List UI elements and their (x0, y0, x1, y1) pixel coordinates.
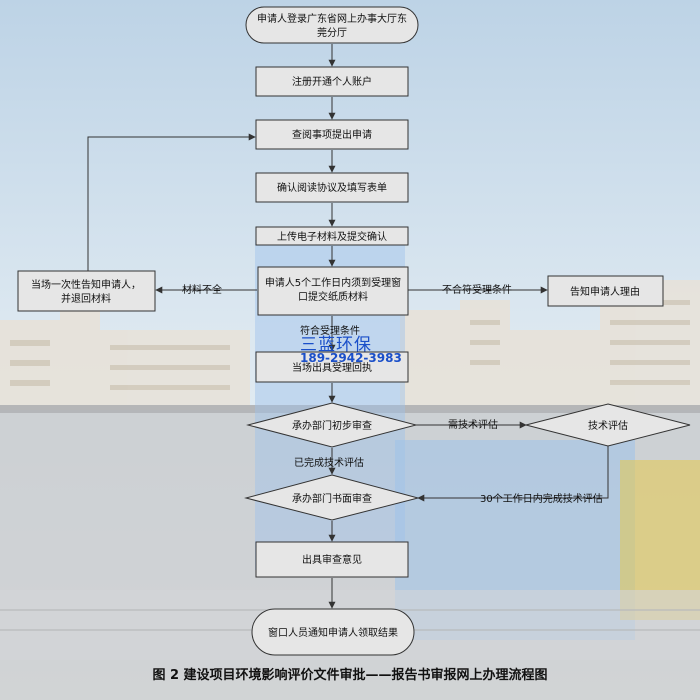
written-review-text: 承办部门书面审查 (292, 492, 372, 505)
edge-label-need-eval: 需技术评估 (448, 418, 498, 431)
query-box (255, 119, 409, 150)
upload-box (255, 226, 409, 246)
arrow-tech-written (417, 446, 609, 502)
tech-eval-text: 技术评估 (588, 419, 628, 432)
opinion-text: 出具审查意见 (302, 553, 362, 566)
figure-caption: 图 2 建设项目环境影响评价文件审批——报告书审报网上办理流程图 (152, 668, 548, 683)
start-terminal (245, 6, 419, 44)
preliminary-text: 承办部门初步审查 (292, 419, 372, 432)
submit-text-line2: 口提交纸质材料 (298, 290, 368, 303)
submit-text-line1: 申请人5个工作日内须到受理窗 (265, 276, 401, 289)
upload-text: 上传电子材料及提交确认 (277, 230, 387, 243)
submit-box (257, 266, 409, 316)
receipt-box (255, 351, 409, 383)
edge-label-incomplete: 材料不全 (182, 283, 222, 296)
register-box (255, 66, 409, 97)
query-text: 查阅事项提出申请 (292, 128, 372, 141)
edge-label-eval-30days: 30个工作日内完成技术评估 (480, 492, 603, 505)
left-box-text-line1: 当场一次性告知申请人， (31, 278, 141, 291)
watermark-name: 三蓝环保 (300, 335, 372, 355)
right-reason-box (547, 275, 664, 307)
receipt-text: 当场出具受理回执 (292, 361, 372, 374)
preliminary-diamond (246, 402, 418, 448)
watermark-phone: 189-2942-3983 (300, 351, 402, 365)
written-review-diamond (244, 474, 420, 521)
notify-terminal (251, 608, 415, 656)
edge-label-not-meet: 不合符受理条件 (442, 283, 512, 296)
start-text-line2: 莞分厅 (317, 27, 347, 39)
register-text: 注册开通个人账户 (292, 75, 372, 88)
left-return-box (17, 270, 156, 312)
opinion-box (255, 541, 409, 578)
arrow-left-back-to-query (87, 133, 256, 271)
right-box-text: 告知申请人理由 (570, 285, 640, 298)
tech-eval-diamond (525, 403, 691, 447)
edge-label-eval-done: 已完成技术评估 (294, 456, 364, 469)
edge-label-meet: 符合受理条件 (300, 324, 360, 337)
confirm-box (255, 172, 409, 203)
start-text-line1: 申请人登录广东省网上办事大厅东 (257, 12, 407, 25)
left-box-text-line2: 并退回材料 (61, 292, 111, 305)
notify-text: 窗口人员通知申请人领取结果 (268, 626, 398, 639)
confirm-text: 确认阅读协议及填写表单 (277, 181, 387, 194)
connectors (87, 44, 609, 609)
